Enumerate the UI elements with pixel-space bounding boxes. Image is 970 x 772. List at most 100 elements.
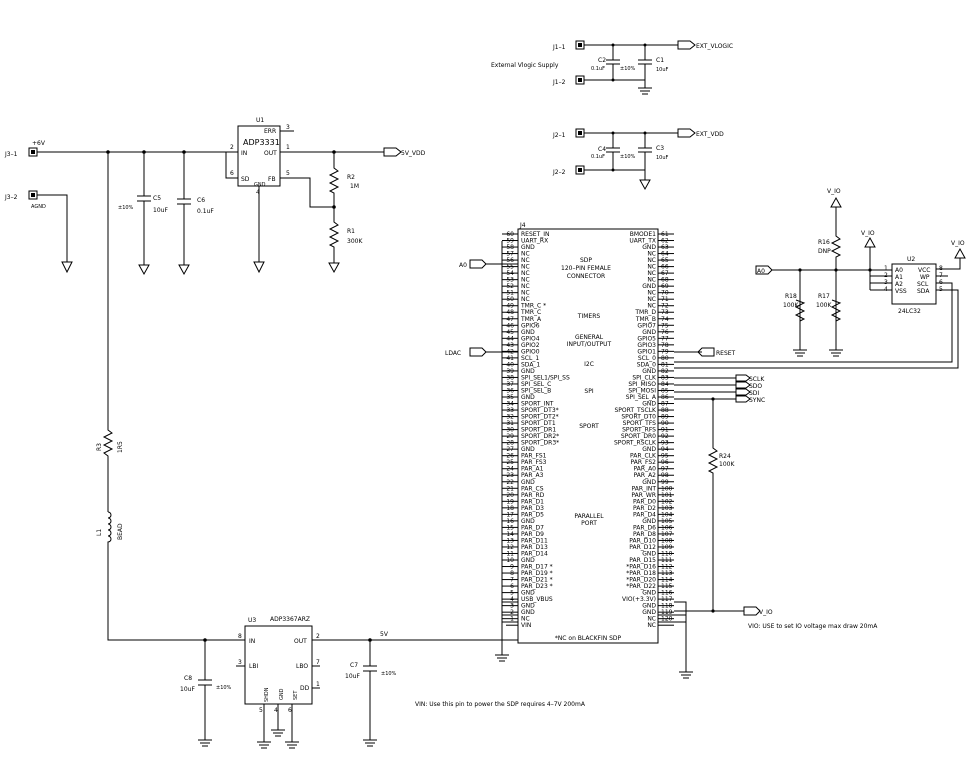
j4-pin-number: 53	[506, 277, 514, 284]
j4-pin-number: 40	[506, 361, 514, 368]
j4-pin-label: SPI_SEL_B	[521, 387, 551, 394]
svg-text:SYNC: SYNC	[749, 397, 765, 404]
j4-pin-number: 63	[661, 244, 669, 251]
j4-pin-label: GND	[521, 446, 535, 453]
svg-text:SHDN: SHDN	[264, 687, 270, 702]
svg-text:±10%: ±10%	[381, 671, 397, 677]
j4-pin-number: 76	[661, 329, 669, 336]
j4-pin-label: GND	[521, 603, 535, 610]
j4-pin-number: 10	[506, 557, 514, 564]
j4-pin-number: 32	[506, 414, 514, 421]
j4-pin-number: 108	[661, 537, 673, 544]
j4-pin-number: 36	[506, 387, 514, 394]
j4-pin-label: PAR_D5	[521, 511, 544, 518]
svg-text:R17: R17	[818, 293, 830, 300]
j4-pin-label: PAR_D14	[521, 550, 548, 557]
j4-pin-label: GND	[642, 603, 656, 610]
j4-pin-number: 92	[661, 433, 669, 440]
svg-text:A2: A2	[895, 281, 903, 288]
svg-text:2: 2	[316, 633, 320, 640]
svg-text:TIMERS: TIMERS	[577, 313, 601, 320]
svg-text:C5: C5	[153, 195, 161, 202]
j4-pin-number: 12	[506, 544, 514, 551]
svg-text:LBO: LBO	[296, 663, 308, 670]
j4-pin-number: 52	[506, 283, 514, 290]
j4-pin-number: 20	[506, 492, 514, 499]
j4-pin-number: 34	[506, 401, 514, 408]
j4-pin-number: 65	[661, 257, 669, 264]
svg-text:8: 8	[238, 633, 242, 640]
capacitor-c7: C7 10uF ±10%	[345, 640, 397, 747]
j4-pin-label: SPI_MOSI	[628, 387, 656, 394]
j4-pin-label: PAR_D2	[633, 505, 656, 512]
j4-pin-number: 79	[661, 348, 669, 355]
svg-text:1: 1	[316, 681, 320, 688]
j4-pin-number: 111	[661, 557, 673, 564]
j4-pin-label: VIO(+3.3V)	[622, 596, 656, 603]
j4-pin-number: 14	[506, 531, 514, 538]
j4-pin-label: PAR_WR	[631, 492, 656, 499]
j4-pin-label: TMR_C *	[520, 303, 546, 310]
j4-pin-number: 59	[506, 238, 514, 245]
j4-pin-number: 103	[661, 505, 673, 512]
j4-pin-label: PAR_CS	[521, 485, 544, 492]
j4-pin-number: 118	[661, 603, 673, 610]
j4-pin-label: UART_RX	[521, 238, 548, 245]
j4-pin-label: SPI_SEL_C	[521, 381, 551, 388]
j4-pin-number: 107	[661, 531, 673, 538]
j4-pin-label: NC	[647, 270, 656, 277]
j4-pin-number: 48	[506, 309, 514, 316]
svg-text:J2–1: J2–1	[552, 132, 566, 139]
j4-pin-number: 89	[661, 414, 669, 421]
svg-text:SDI: SDI	[749, 390, 759, 397]
net-reset: RESET	[674, 347, 736, 357]
connector-j4: J4 SDP 120–PIN FEMALE CONNECTOR TIMERS G…	[495, 222, 693, 679]
net-a0-eeprom: A0 R18 100K R17 100K	[755, 265, 892, 357]
j4-pin-label: PAR_INT	[632, 485, 657, 492]
j4-pin-label: PAR_D13	[521, 544, 548, 551]
j4-pin-number: 46	[506, 322, 514, 329]
j4-pin-number: 44	[506, 335, 514, 342]
svg-text:PARALLEL: PARALLEL	[574, 513, 604, 520]
svg-text:0.1uF: 0.1uF	[591, 154, 605, 160]
j4-pin-label: GND	[521, 368, 535, 375]
svg-text:IN: IN	[241, 150, 247, 157]
j4-pin-label: GND	[642, 283, 656, 290]
svg-text:LBI: LBI	[249, 663, 258, 670]
svg-text:BEAD: BEAD	[117, 523, 124, 540]
j4-pin-number: 78	[661, 342, 669, 349]
j4-pin-label: PAR_FS2	[631, 459, 657, 466]
j4-pin-number: 47	[506, 316, 514, 323]
svg-text:3: 3	[238, 659, 242, 666]
j4-pin-label: GND	[521, 394, 535, 401]
svg-text:10uF: 10uF	[345, 673, 360, 680]
svg-text:1M: 1M	[350, 183, 359, 190]
j4-pin-number: 104	[661, 511, 673, 518]
svg-text:SD: SD	[241, 176, 250, 183]
j4-pin-label: NC	[521, 283, 530, 290]
j4-pin-number: 22	[506, 479, 514, 486]
j4-pin-label: GPIO2	[521, 342, 540, 349]
svg-text:VCC: VCC	[918, 267, 930, 274]
svg-text:J1–1: J1–1	[552, 44, 566, 51]
svg-text:300K: 300K	[347, 238, 363, 245]
svg-text:R3: R3	[96, 443, 103, 451]
svg-text:±10%: ±10%	[620, 66, 636, 72]
j4-pin-number: 30	[506, 427, 514, 434]
net-agnd-label: AGND	[31, 204, 46, 210]
j4-pin-number: 68	[661, 277, 669, 284]
j4-pin-number: 60	[506, 231, 514, 238]
j4-pin-label: GND	[642, 518, 656, 525]
j4-pin-number: 16	[506, 518, 514, 525]
j4-pin-number: 85	[661, 387, 669, 394]
j4-pin-label: GND	[642, 446, 656, 453]
j4-pin-number: 50	[506, 296, 514, 303]
j4-pin-label: NC	[647, 303, 656, 310]
j4-pin-label: PAR_D15	[629, 557, 656, 564]
j4-pin-number: 101	[661, 492, 673, 499]
j4-pin-label: TMR_B	[635, 316, 656, 323]
svg-text:100K: 100K	[816, 302, 832, 309]
j4-pin-number: 94	[661, 446, 669, 453]
svg-text:DD: DD	[300, 685, 310, 692]
j4-pin-label: PAR_CLK	[630, 453, 657, 460]
